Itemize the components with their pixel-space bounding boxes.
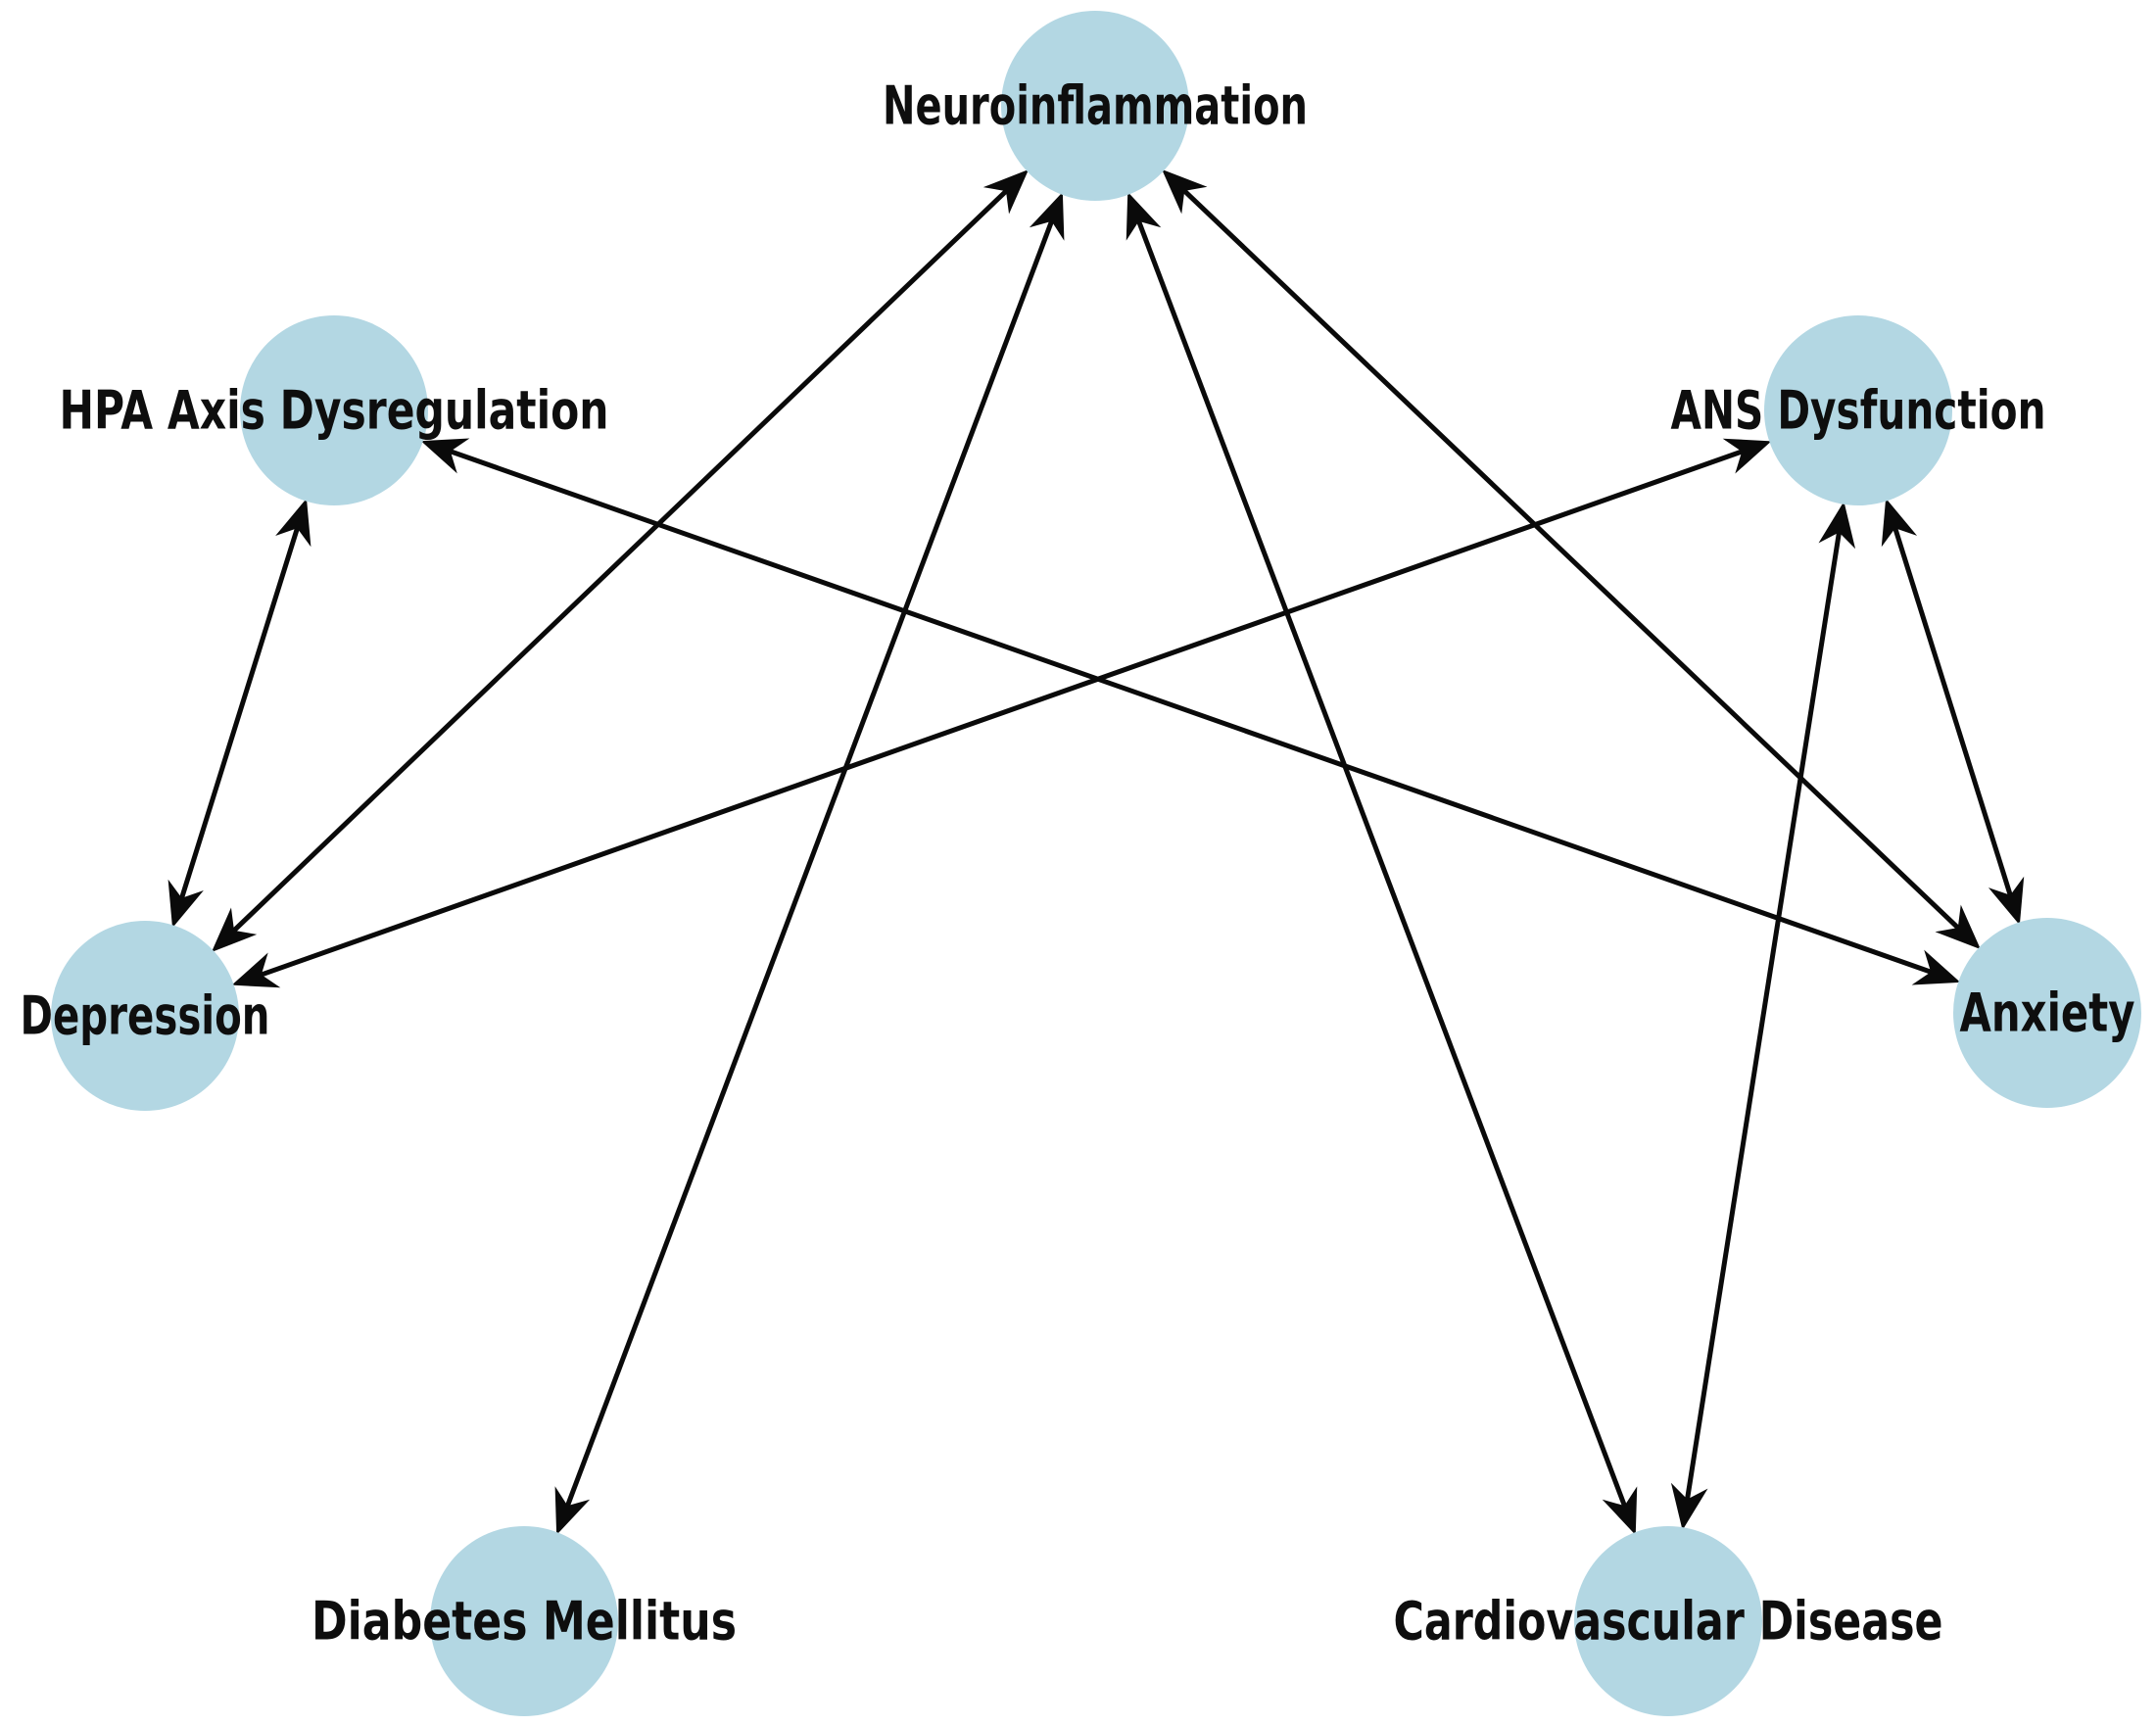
node-label-depression: Depression <box>21 985 270 1047</box>
node-circle-diabetes <box>430 1526 618 1716</box>
arrowhead-into-neuroinflammation <box>1162 168 1208 215</box>
arrowhead-into-anxiety <box>1988 876 2025 926</box>
arrowhead-into-depression <box>168 879 204 929</box>
node-circle-neuroinflammation <box>1001 11 1189 201</box>
edge-anxiety-neuroinflammation <box>1181 187 1961 932</box>
edge-anxiety-hpa <box>448 448 1934 976</box>
node-label-cvd: Cardiovascular Disease <box>1394 1591 1943 1653</box>
node-label-ans: ANS Dysfunction <box>1671 380 2046 442</box>
node-circle-depression <box>51 921 239 1111</box>
node-circle-ans <box>1764 315 1952 505</box>
arrowhead-into-diabetes <box>554 1486 591 1536</box>
arrowhead-into-neuroinflammation <box>1126 191 1162 241</box>
arrowhead-into-anxiety <box>1935 904 1981 950</box>
arrowhead-into-neuroinflammation <box>1029 191 1065 241</box>
node-circle-anxiety <box>1953 918 2141 1108</box>
arrowhead-into-depression <box>211 907 258 952</box>
edge-diabetes-neuroinflammation <box>564 218 1055 1509</box>
node-label-diabetes: Diabetes Mellitus <box>311 1591 737 1653</box>
arrowhead-into-cvd <box>1670 1482 1708 1531</box>
edge-anxiety-ans <box>1892 525 2014 898</box>
edge-depression-hpa <box>178 525 301 901</box>
node-label-anxiety: Anxiety <box>1960 983 2135 1044</box>
arrowhead-into-depression <box>231 952 281 988</box>
arrowhead-into-hpa <box>420 438 470 474</box>
arrowhead-into-neuroinflammation <box>982 169 1030 215</box>
edge-cvd-neuroinflammation <box>1135 218 1628 1509</box>
arrowhead-into-hpa <box>275 498 311 548</box>
arrowhead-into-ans <box>1818 501 1856 550</box>
node-label-hpa: HPA Axis Dysregulation <box>60 380 609 442</box>
node-circle-cvd <box>1574 1526 1762 1716</box>
node-circle-hpa <box>240 315 428 505</box>
arrowhead-into-ans <box>1722 438 1772 474</box>
edge-depression-ans <box>259 448 1745 979</box>
arrowhead-into-ans <box>1881 498 1918 548</box>
edge-depression-neuroinflammation <box>230 187 1010 935</box>
node-label-neuroinflammation: Neuroinflammation <box>883 75 1308 137</box>
edge-cvd-ans <box>1684 530 1843 1502</box>
arrowhead-into-anxiety <box>1911 949 1961 985</box>
arrowhead-into-cvd <box>1602 1486 1638 1536</box>
